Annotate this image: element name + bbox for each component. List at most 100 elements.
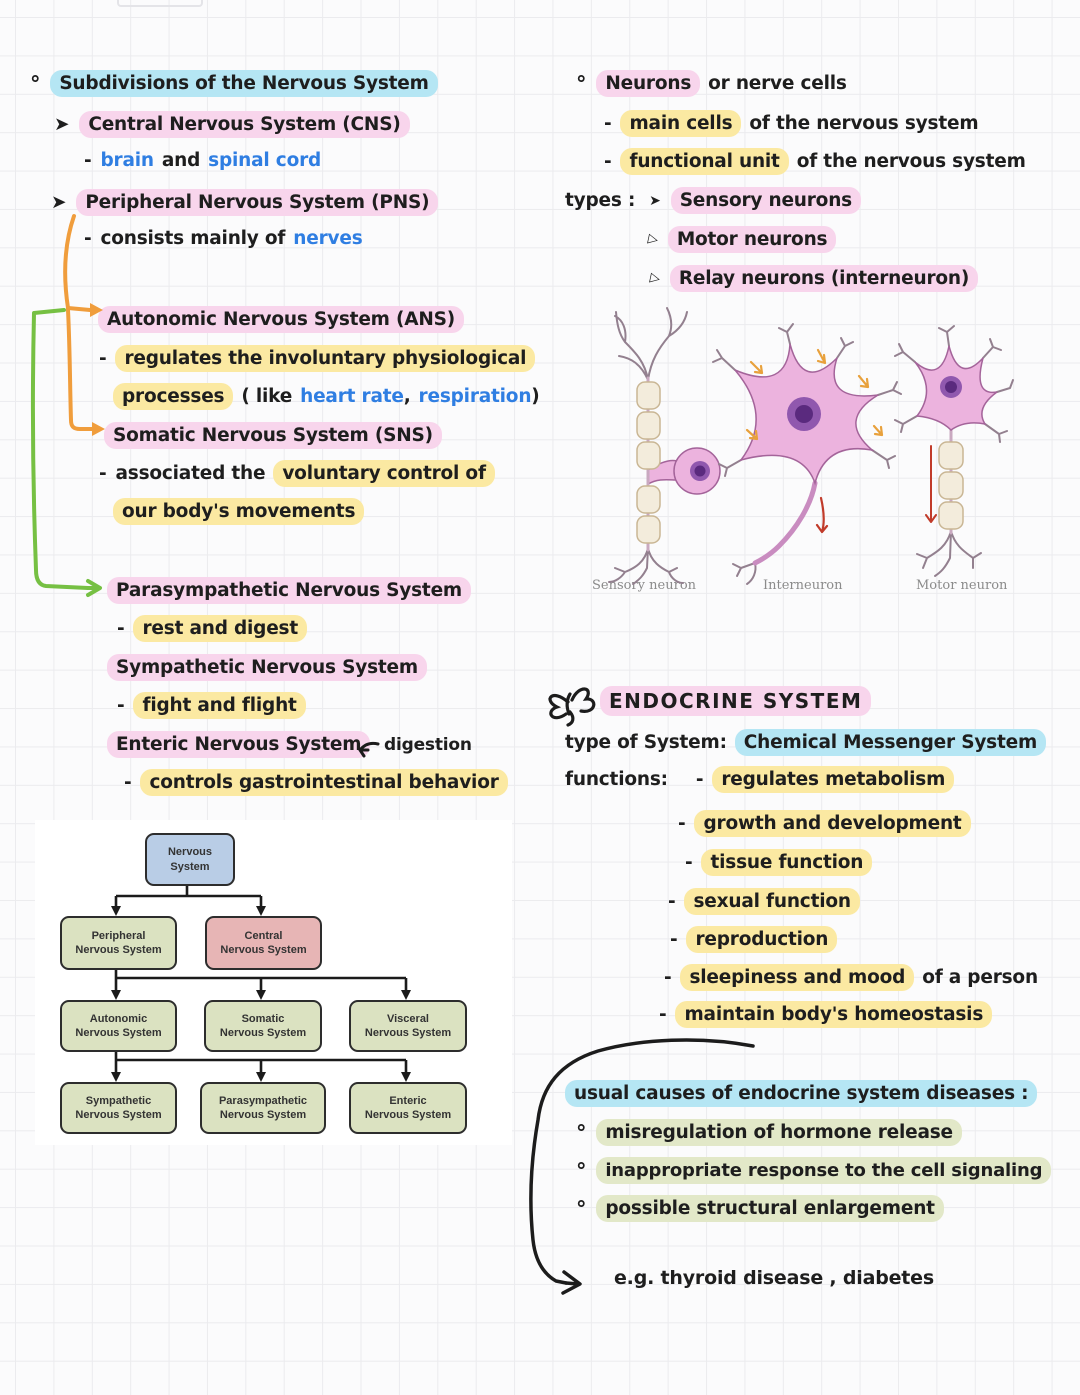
dash-icon: - — [99, 348, 107, 369]
ans-heading: Autonomic Nervous System (ANS) — [98, 306, 465, 333]
dash-icon: - — [668, 891, 676, 912]
endocrine-title: ENDOCRINE SYSTEM — [600, 686, 872, 716]
note-line-pns-detail: - consists mainly of nerves — [84, 228, 363, 249]
note-line-causes-title: usual causes of endocrine system disease… — [565, 1080, 1038, 1107]
orange-bracket-arrow — [63, 214, 94, 431]
orange-arrowheads — [90, 303, 105, 436]
flowchart-arrows — [111, 882, 411, 1082]
neuron-illustration — [608, 307, 1014, 585]
ans-detail-2: processes — [113, 383, 234, 410]
note-line-type2: ▷ Motor neurons — [647, 226, 837, 253]
sns-detail-hl: voluntary control of — [273, 460, 495, 487]
bow-doodle-icon — [548, 687, 596, 727]
enteric-detail: controls gastrointestinal behavior — [140, 769, 508, 796]
note-line-cause3: ° possible structural enlargement — [576, 1195, 944, 1222]
dash-icon: - — [604, 113, 612, 134]
circle-bullet-icon: ° — [30, 71, 41, 96]
interneuron-label: Interneuron — [763, 578, 843, 593]
note-line-cause2: ° inappropriate response to the cell sig… — [576, 1157, 1052, 1184]
plain-text: ( like — [241, 386, 293, 407]
cause-item-1: misregulation of hormone release — [596, 1119, 962, 1146]
note-line-sns: Somatic Nervous System (SNS) — [104, 422, 442, 449]
relay-neurons-item: Relay neurons (interneuron) — [669, 265, 979, 292]
dash-icon: - — [124, 772, 132, 793]
note-line-fn6: - sleepiness and mood of a person — [664, 964, 1038, 991]
functional-unit-hl: functional unit — [620, 148, 789, 175]
main-cells-hl: main cells — [620, 110, 742, 137]
note-line-fn7: - maintain body's homeostasis — [659, 1001, 993, 1028]
keyword-spinal-cord: spinal cord — [208, 150, 322, 171]
arrow-bullet-icon: ➤ — [649, 192, 661, 209]
sympathetic-heading: Sympathetic Nervous System — [107, 654, 427, 681]
dash-icon: - — [604, 151, 612, 172]
note-line-functions: functions: - regulates metabolism — [565, 766, 955, 793]
motor-neurons-item: Motor neurons — [667, 226, 837, 253]
sensory-neuron-drawing — [608, 307, 721, 585]
plain-text: , — [403, 386, 411, 407]
sensory-neurons-item: Sensory neurons — [670, 187, 861, 214]
enteric-heading: Enteric Nervous System — [107, 731, 371, 758]
note-line-title: ° Subdivisions of the Nervous System — [30, 70, 438, 97]
note-line-sns-d1: - associated the voluntary control of — [99, 460, 495, 487]
sensory-neuron-label: Sensory neuron — [592, 578, 697, 593]
digestion-annotation: digestion — [384, 735, 472, 755]
fight-and-flight: fight and flight — [133, 692, 306, 719]
curved-example-arrow — [529, 1038, 755, 1295]
circle-bullet-icon: ° — [576, 1196, 587, 1221]
circle-bullet-icon: ° — [576, 1120, 587, 1145]
digestion-arrow-icon — [358, 741, 380, 758]
arrow-bullet-icon: ➤ — [51, 192, 67, 213]
note-line-example: e.g. thyroid disease , diabetes — [614, 1267, 934, 1289]
plain-text: of a person — [922, 967, 1038, 988]
note-line-ans: Autonomic Nervous System (ANS) — [98, 306, 465, 333]
subdivisions-title: Subdivisions of the Nervous System — [50, 70, 438, 97]
motor-neuron-drawing — [894, 325, 1014, 577]
note-line-fn3: - tissue function — [685, 849, 873, 876]
ans-detail-1: regulates the involuntary physiological — [115, 345, 536, 372]
function-item-3: tissue function — [701, 849, 873, 876]
dash-icon: - — [659, 1004, 667, 1025]
plain-text: of the nervous system — [749, 113, 979, 134]
plain-text: of the nervous system — [796, 151, 1026, 172]
circle-bullet-icon: ° — [576, 1158, 587, 1183]
note-line-endocrine-title: ENDOCRINE SYSTEM — [600, 686, 872, 716]
keyword-heart-rate: heart rate — [300, 386, 404, 407]
parasympathetic-heading: Parasympathetic Nervous System — [107, 577, 471, 604]
plain-text: and — [161, 150, 201, 171]
chemical-messenger-hl: Chemical Messenger System — [734, 729, 1047, 756]
note-line-sns-d2: our body's movements — [113, 498, 365, 525]
note-line-enteric: Enteric Nervous System — [107, 731, 371, 758]
note-line-ans-d1: - regulates the involuntary physiologica… — [99, 345, 536, 372]
function-item-4: sexual function — [684, 888, 860, 915]
note-line-ent-d: - controls gastrointestinal behavior — [124, 769, 508, 796]
note-line-pns: ➤ Peripheral Nervous System (PNS) — [51, 189, 439, 216]
note-line-para-d: - rest and digest — [117, 615, 308, 642]
note-line-type3: ▷ Relay neurons (interneuron) — [649, 265, 979, 292]
note-line-parasympathetic: Parasympathetic Nervous System — [107, 577, 471, 604]
digestion-note: digestion — [384, 735, 472, 755]
dash-icon: - — [664, 967, 672, 988]
dash-icon: - — [695, 769, 704, 790]
dash-icon: - — [84, 150, 92, 171]
function-item-5: reproduction — [686, 926, 838, 953]
keyword-brain: brain — [100, 150, 154, 171]
note-line-cause1: ° misregulation of hormone release — [576, 1119, 962, 1146]
sns-detail-2: our body's movements — [113, 498, 365, 525]
type-of-system-label: type of System: — [565, 732, 727, 753]
dash-icon: - — [685, 852, 693, 873]
note-line-type-of-system: type of System: Chemical Messenger Syste… — [565, 729, 1047, 756]
note-line-fn2: - growth and development — [678, 810, 971, 837]
note-line-ans-d2: processes ( like heart rate , respiratio… — [113, 383, 540, 410]
dash-icon: - — [678, 813, 686, 834]
motor-neuron-label: Motor neuron — [916, 578, 1008, 593]
circle-bullet-icon: ° — [576, 71, 587, 96]
causes-title: usual causes of endocrine system disease… — [565, 1080, 1038, 1107]
dash-icon: - — [99, 463, 107, 484]
